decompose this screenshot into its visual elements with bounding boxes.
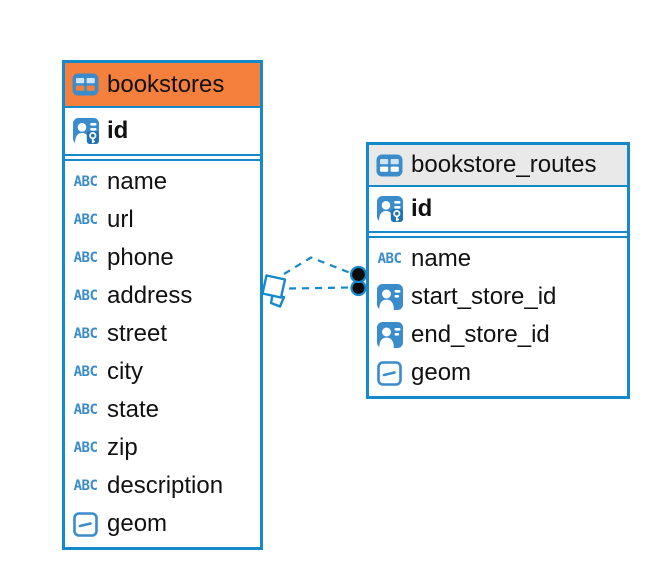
foreign-key-icon — [376, 322, 403, 348]
column-name: city — [107, 358, 143, 385]
column-name: geom — [411, 359, 472, 386]
table-grid-icon — [376, 154, 403, 177]
abc-text-icon: ABC — [377, 251, 402, 267]
relationship-endpoint-dot-1[interactable] — [349, 265, 368, 284]
relationship-line-1[interactable] — [283, 256, 354, 276]
column-name: description — [107, 472, 224, 499]
abc-text-icon: ABC — [73, 212, 98, 228]
column-name: id — [411, 195, 433, 222]
column-row-id[interactable]: id — [369, 187, 627, 231]
column-row-name[interactable]: ABC name — [65, 163, 260, 201]
column-row-id[interactable]: id — [65, 108, 260, 154]
column-name: url — [107, 206, 134, 233]
key-section-divider — [369, 231, 627, 238]
column-row-end_store_id[interactable]: end_store_id — [369, 316, 627, 354]
abc-text-icon: ABC — [73, 440, 98, 456]
abc-text-icon: ABC — [73, 478, 98, 494]
column-name: name — [107, 168, 168, 195]
abc-text-icon: ABC — [73, 288, 98, 304]
column-name: end_store_id — [411, 321, 550, 348]
column-name: start_store_id — [411, 283, 557, 310]
column-name: street — [107, 320, 168, 347]
column-name: zip — [107, 434, 138, 461]
column-name: address — [107, 282, 193, 309]
table-grid-icon — [72, 73, 99, 96]
column-row-phone[interactable]: ABC phone — [65, 239, 260, 277]
column-row-geom[interactable]: geom — [65, 505, 260, 543]
column-name: id — [107, 117, 129, 144]
geometry-icon — [72, 511, 99, 537]
relationship-endpoint-dot-2[interactable] — [350, 279, 367, 297]
column-name: name — [411, 245, 472, 272]
primary-key-icon — [72, 118, 99, 144]
relationship-line-2[interactable] — [288, 286, 352, 290]
primary-key-section: id — [369, 187, 627, 231]
column-row-geom[interactable]: geom — [369, 354, 627, 392]
relationship-source-diamond-marker[interactable] — [261, 274, 287, 308]
column-name: phone — [107, 244, 174, 271]
column-row-name[interactable]: ABC name — [369, 240, 627, 278]
column-row-state[interactable]: ABC state — [65, 391, 260, 429]
geometry-icon — [376, 360, 403, 386]
primary-key-icon — [376, 196, 403, 222]
column-row-city[interactable]: ABC city — [65, 353, 260, 391]
foreign-key-icon — [376, 284, 403, 310]
column-row-street[interactable]: ABC street — [65, 315, 260, 353]
column-row-zip[interactable]: ABC zip — [65, 429, 260, 467]
column-name: state — [107, 396, 160, 423]
table-title: bookstores — [107, 70, 225, 98]
key-section-divider — [65, 154, 260, 161]
abc-text-icon: ABC — [73, 174, 98, 190]
abc-text-icon: ABC — [73, 364, 98, 380]
column-row-start_store_id[interactable]: start_store_id — [369, 278, 627, 316]
column-row-address[interactable]: ABC address — [65, 277, 260, 315]
primary-key-section: id — [65, 108, 260, 154]
table-header[interactable]: bookstore_routes — [369, 145, 627, 187]
table-bookstore-routes[interactable]: bookstore_routes id ABC name start_store_i… — [366, 142, 630, 399]
column-row-description[interactable]: ABC description — [65, 467, 260, 505]
column-name: geom — [107, 510, 168, 537]
abc-text-icon: ABC — [73, 326, 98, 342]
table-header[interactable]: bookstores — [65, 63, 260, 108]
abc-text-icon: ABC — [73, 402, 98, 418]
abc-text-icon: ABC — [73, 250, 98, 266]
column-row-url[interactable]: ABC url — [65, 201, 260, 239]
table-title: bookstore_routes — [411, 151, 597, 178]
